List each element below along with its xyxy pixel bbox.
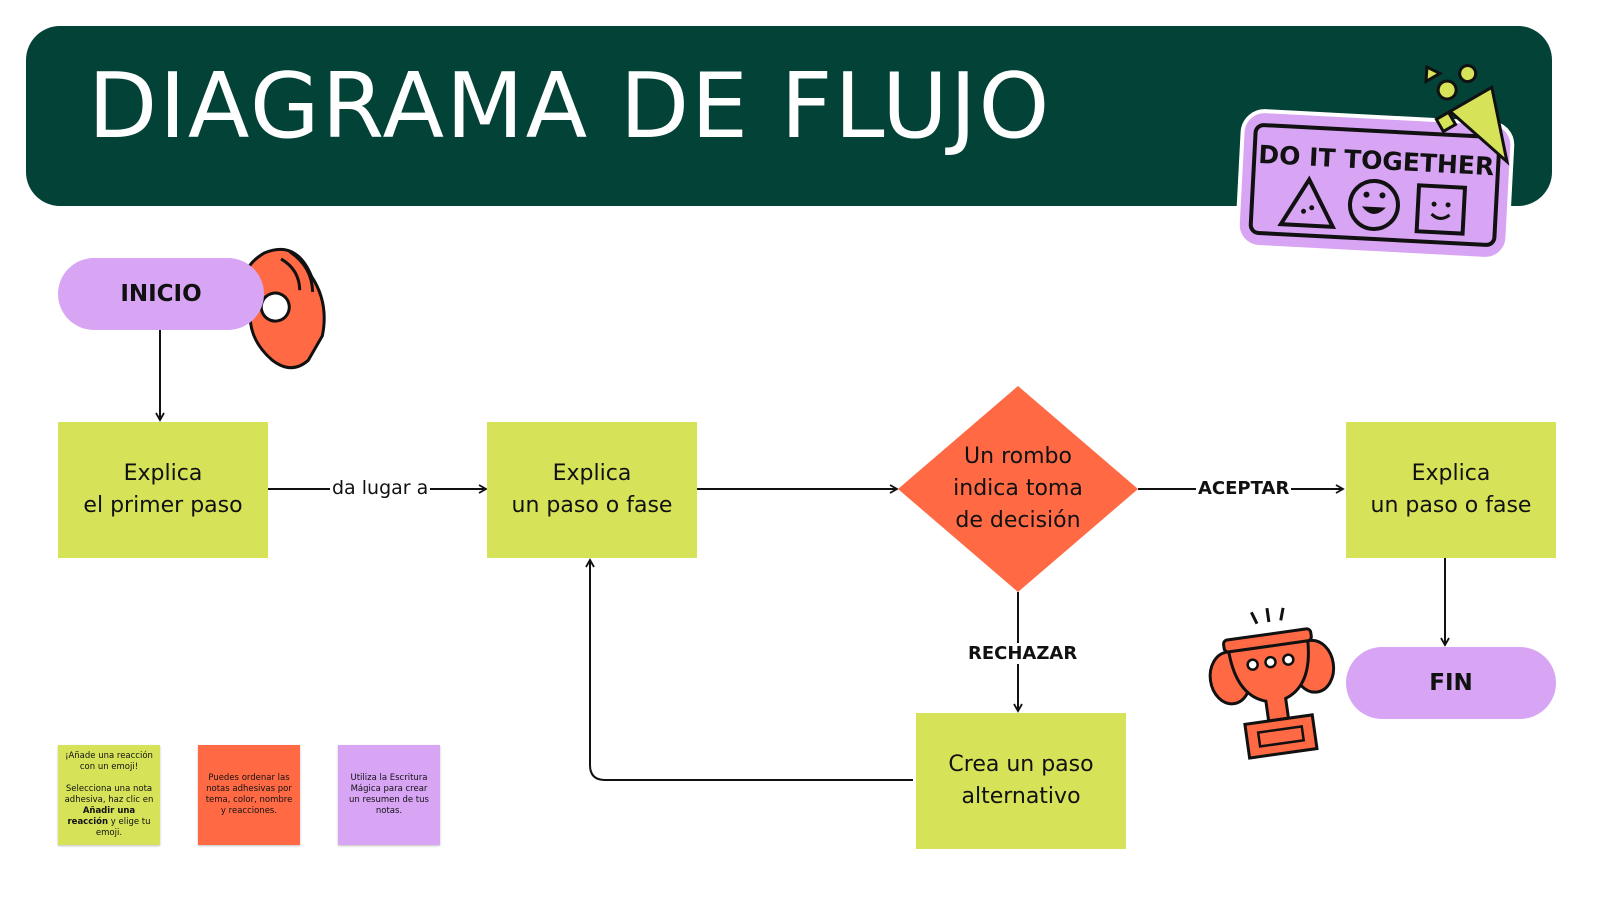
decision-label: Un rombo indica toma de decisión [953, 444, 1083, 533]
sticky-note-2[interactable]: Puedes ordenar las notas adhesivas por t… [198, 745, 300, 845]
party-cone-icon [1424, 64, 1510, 166]
end-label: FIN [1429, 670, 1473, 696]
edge-label-aceptar: ACEPTAR [1196, 478, 1292, 499]
note1-line1: ¡Añade una reacción con un emoji! [65, 751, 153, 772]
start-label: INICIO [120, 281, 202, 307]
edge-label-da-lugar-a: da lugar a [330, 477, 431, 499]
step1-label: Explica el primer paso [83, 461, 243, 518]
step2-label: Explica un paso o fase [511, 461, 673, 518]
alt-step-node[interactable]: Crea un paso alternativo [916, 713, 1126, 849]
do-it-together-sticker: DO IT TOGETHER [1235, 109, 1515, 261]
end-node[interactable]: FIN [1346, 647, 1556, 719]
sticky-note-3[interactable]: Utiliza la Escritura Mágica para crear u… [338, 745, 440, 845]
arrow-alt-to-step2 [585, 558, 913, 781]
step1-node[interactable]: Explica el primer paso [58, 422, 268, 558]
step2-node[interactable]: Explica un paso o fase [487, 422, 697, 558]
trophy-icon [1208, 607, 1336, 760]
note1-line2c: y elige tu emoji. [95, 817, 151, 838]
note2-text: Puedes ordenar las notas adhesivas por t… [205, 773, 293, 816]
sticky-note-1[interactable]: ¡Añade una reacción con un emoji! Selecc… [58, 745, 160, 845]
alt-step-label: Crea un paso alternativo [948, 752, 1094, 809]
note1-line2a: Selecciona una nota adhesiva, haz clic e… [64, 784, 154, 805]
note3-text: Utiliza la Escritura Mágica para crear u… [349, 773, 429, 816]
note1-line2b: Añadir una reacción [67, 806, 136, 827]
step3-node[interactable]: Explica un paso o fase [1346, 422, 1556, 558]
decision-diamond [898, 386, 1138, 592]
start-node[interactable]: INICIO [58, 258, 264, 330]
decision-node[interactable]: Un rombo indica toma de decisión [918, 436, 1118, 542]
page-title: DIAGRAMA DE FLUJO [88, 54, 1052, 159]
edge-label-rechazar: RECHAZAR [966, 643, 1080, 664]
step3-label: Explica un paso o fase [1370, 461, 1532, 518]
